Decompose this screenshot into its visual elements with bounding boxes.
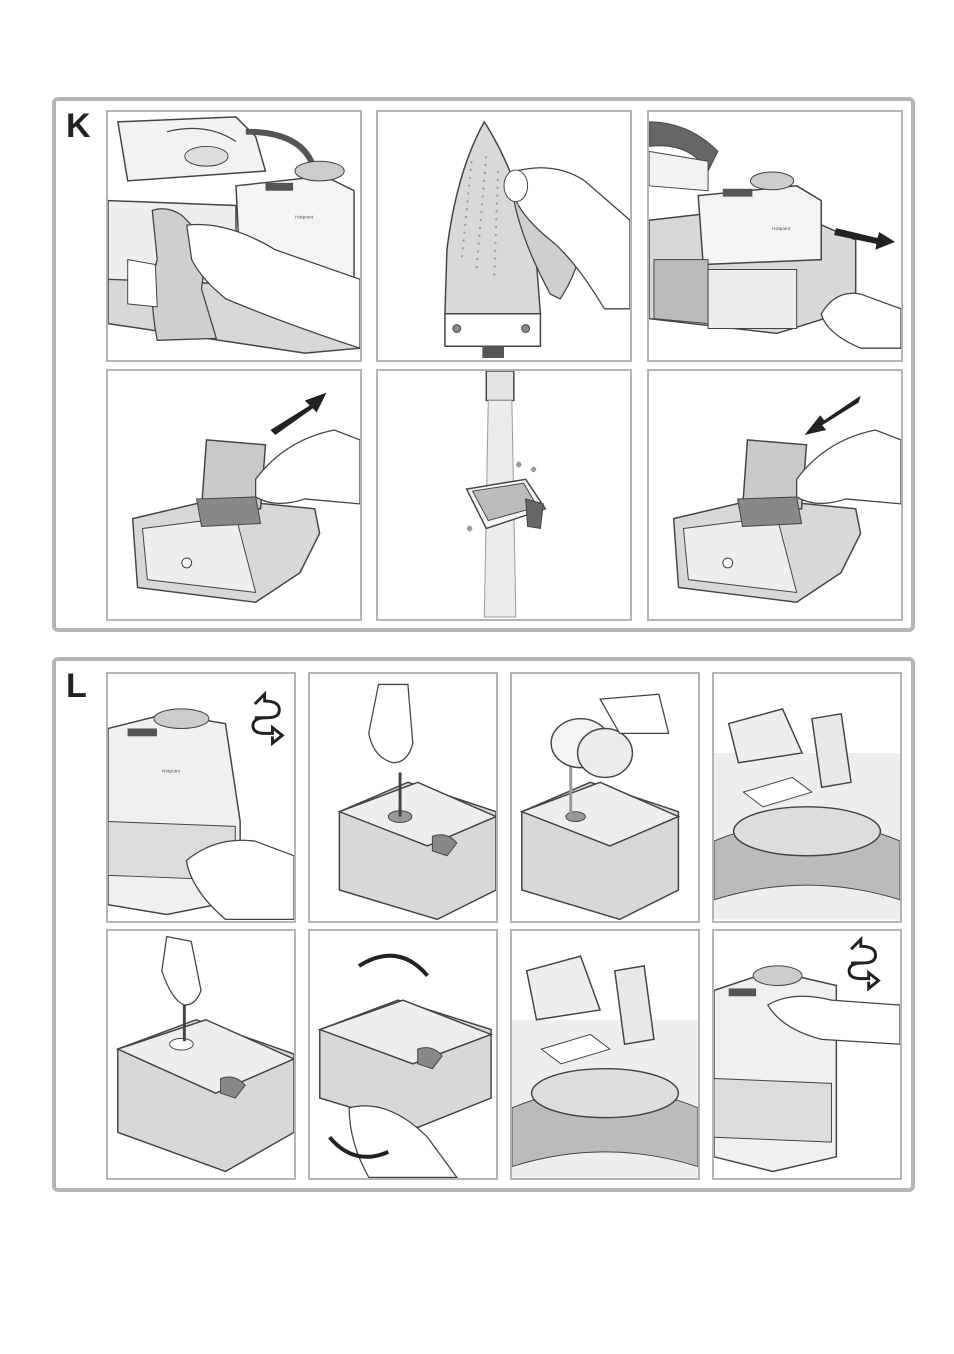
illustration-reinsert-filter bbox=[649, 371, 901, 619]
panel-l3 bbox=[510, 672, 700, 923]
panel-k1: Hotpoint bbox=[106, 110, 362, 362]
section-l: L Hotpoint bbox=[52, 657, 915, 1192]
panel-l6 bbox=[308, 929, 498, 1180]
brand-label: Hotpoint bbox=[295, 214, 314, 220]
brand-label: Hotpoint bbox=[162, 769, 181, 775]
illustration-shake-base bbox=[310, 931, 496, 1178]
illustration-rinse-filter bbox=[378, 371, 630, 619]
panel-l8 bbox=[712, 929, 902, 1180]
panel-l5 bbox=[106, 929, 296, 1180]
panel-l1: Hotpoint bbox=[106, 672, 296, 923]
panel-k4 bbox=[106, 369, 362, 621]
panel-k5 bbox=[376, 369, 632, 621]
illustration-unscrew-cap bbox=[310, 674, 496, 921]
brand-label: Hotpoint bbox=[772, 226, 791, 232]
section-letter-k: K bbox=[66, 107, 91, 146]
illustration-wipe-iron: Hotpoint bbox=[108, 112, 360, 360]
panel-k2 bbox=[376, 110, 632, 362]
illustration-station-button-repeat bbox=[714, 931, 900, 1178]
panel-l2 bbox=[308, 672, 498, 923]
panel-l4 bbox=[712, 672, 902, 923]
illustration-station-button: Hotpoint bbox=[108, 674, 294, 921]
arrow-direction-icon bbox=[270, 393, 326, 435]
illustration-remove-tray: Hotpoint bbox=[649, 112, 901, 360]
illustration-rinse-tank bbox=[714, 674, 900, 921]
repeat-cycle-icon bbox=[849, 939, 878, 988]
panel-k6 bbox=[647, 369, 903, 621]
repeat-cycle-icon bbox=[253, 694, 282, 743]
panel-k3: Hotpoint bbox=[647, 110, 903, 362]
illustration-wipe-soleplate bbox=[378, 112, 630, 360]
illustration-close-cap bbox=[108, 931, 294, 1178]
illustration-pour-water bbox=[512, 674, 698, 921]
illustration-empty-tank bbox=[512, 931, 698, 1178]
illustration-remove-filter bbox=[108, 371, 360, 619]
section-letter-l: L bbox=[66, 667, 87, 706]
panel-l7 bbox=[510, 929, 700, 1180]
arrow-direction-icon bbox=[805, 396, 861, 435]
section-k: K Hotpoint bbox=[52, 97, 915, 632]
